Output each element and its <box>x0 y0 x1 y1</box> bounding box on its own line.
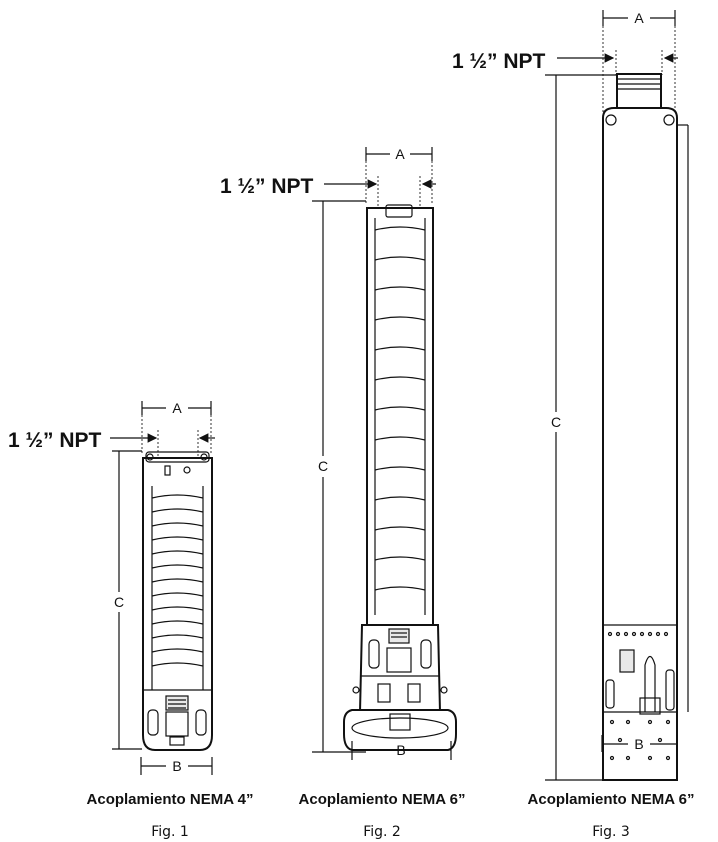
fig3-label: Fig. 3 <box>592 824 630 840</box>
fig2-dimension-a: A <box>365 146 433 205</box>
fig1-thread-label: 1 ½” NPT <box>8 429 102 452</box>
fig1-dim-a-label: A <box>172 400 182 416</box>
fig2-dimension-b: B <box>351 741 452 760</box>
fig2-label: Fig. 2 <box>363 824 401 840</box>
fig2-pump-body <box>343 204 457 751</box>
fig2-dim-c-label: C <box>318 458 328 474</box>
figure-3: A 1 ½” NPT C <box>452 10 694 840</box>
fig1-caption: Acoplamiento NEMA 4” <box>87 791 254 808</box>
fig3-dimension-b: B <box>601 735 678 752</box>
fig3-dim-c-label: C <box>551 414 561 430</box>
fig3-dimension-a: A <box>602 10 676 115</box>
fig3-caption: Acoplamiento NEMA 6” <box>528 791 695 808</box>
fig3-dim-b-label: B <box>634 736 643 752</box>
fig2-thread-label: 1 ½” NPT <box>220 175 314 198</box>
fig2-dim-b-label: B <box>396 742 405 758</box>
fig3-pump-body <box>602 73 689 781</box>
figure-2: A 1 ½” NPT C <box>220 146 465 840</box>
fig1-dimension-c: C <box>112 450 142 750</box>
fig2-dim-a-label: A <box>395 146 405 162</box>
fig2-caption: Acoplamiento NEMA 6” <box>299 791 466 808</box>
fig3-thread-label: 1 ½” NPT <box>452 50 546 73</box>
fig3-dimension-c: C <box>545 74 616 781</box>
fig3-dim-a-label: A <box>634 10 644 26</box>
fig1-label: Fig. 1 <box>151 824 189 840</box>
fig1-dim-c-label: C <box>114 594 124 610</box>
fig1-dimension-a: A <box>141 400 212 455</box>
fig1-dim-b-label: B <box>172 758 181 774</box>
figure-1: A 1 ½” NPT C <box>8 400 253 840</box>
fig1-dimension-b: B <box>140 757 213 775</box>
fig2-dimension-c: C <box>312 200 366 753</box>
fig1-pump-body <box>142 451 213 751</box>
